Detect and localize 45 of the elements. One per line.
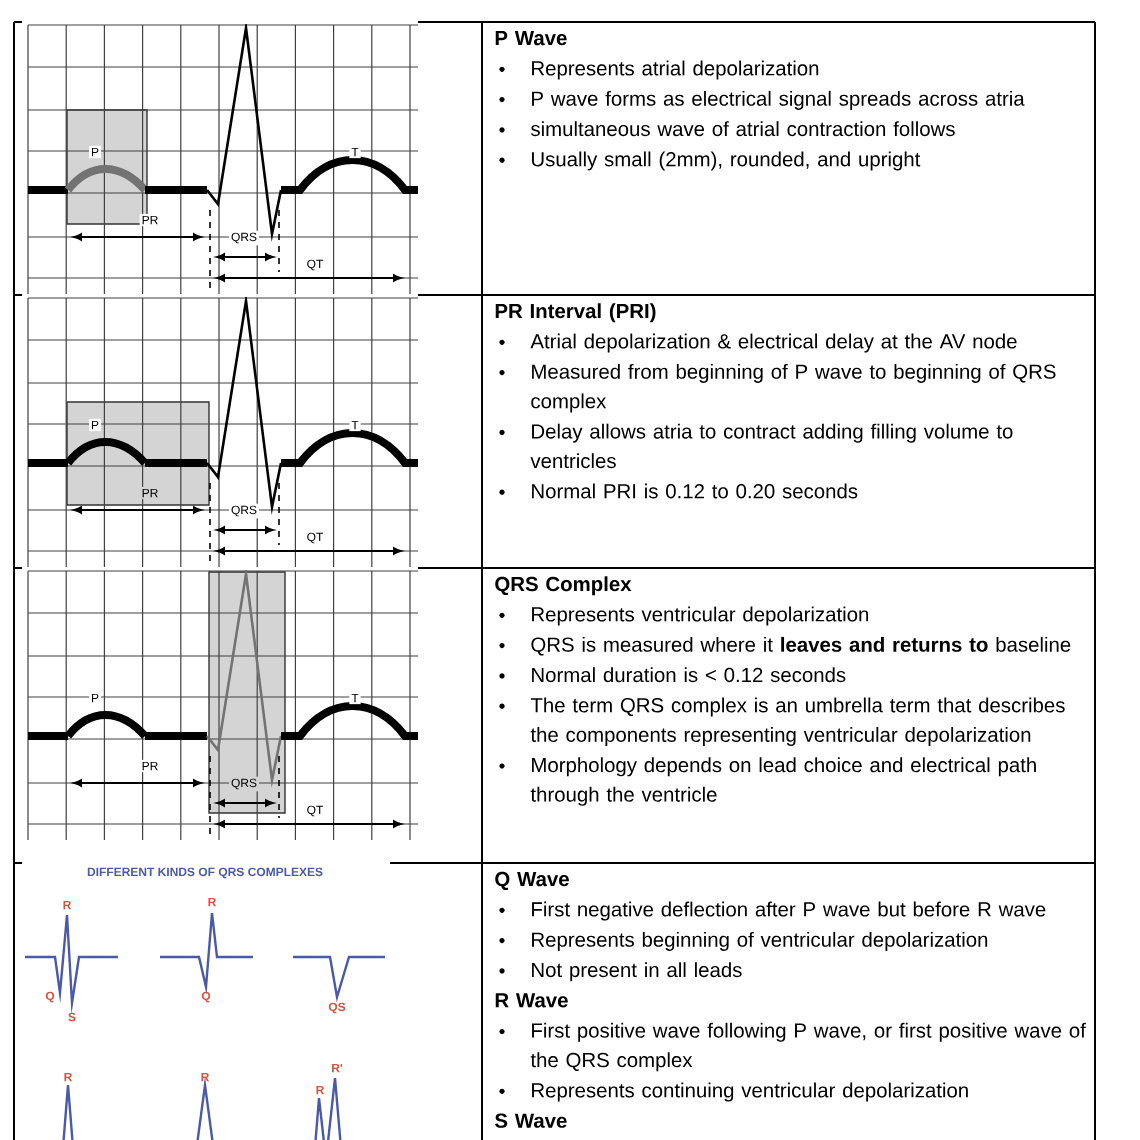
wave-letter: S [68,1012,76,1022]
bullet-item: First negative deflection after P wave but before R wave [499,901,1046,921]
interval-label: QRS [229,503,259,519]
bullet-item: simultaneous wave of atrial contraction follows [499,121,955,137]
bullet-item: Delay allows atria to contract adding filling volume to ventricles [499,423,1013,469]
bullet-item: Atrial depolarization & electrical delay at the AV node [499,333,1017,353]
wave-letter: R' [332,1063,343,1073]
interval-label: QRS [229,230,259,246]
wave-letter: R [63,900,72,910]
wave-label: T [349,145,361,159]
wave-label: T [349,691,361,705]
bullet-item: Usually small (2mm), rounded, and upright [499,151,921,171]
wave-letter: R [201,1072,210,1082]
wave-letter: QS [328,1002,346,1014]
wave-letter: Q [45,991,55,1003]
wave-label: P [89,691,101,705]
wave-letter: R [208,897,217,907]
section-heading: S Wave [495,1113,567,1128]
bullet-item: Represents atrial depolarization [499,60,819,80]
bullet-item: Normal duration is < 0.12 seconds [499,667,846,683]
section-heading: R Wave [495,993,568,1008]
interval-label: QT [304,530,326,546]
section-heading: P Wave [495,31,567,46]
bullet-item: The term QRS complex is an umbrella term that describes the components representing ventricular depolarization [499,697,1065,746]
section-heading: QRS Complex [495,576,632,596]
bullet-item: Represents beginning of ventricular depolarization [499,931,988,951]
interval-label: QT [304,257,326,273]
bullet-item: Represents continuing ventricular depolarization [499,1082,968,1102]
bullet-item: Measured from beginning of P wave to beginning of QRS complex [499,363,1056,413]
wave-letter: R [64,1072,73,1082]
bullet-item: Morphology depends on lead choice and electrical path through the ventricle [499,757,1036,806]
section-heading: PR Interval (PRI) [495,303,656,323]
wave-letter: Q [201,991,211,1003]
bullet-item: First positive wave following P wave, or first positive wave of the QRS complex [499,1022,1086,1072]
bullet-item: Not present in all leads [499,962,742,982]
wave-label: T [349,418,361,432]
bullet-item: QRS is measured where it leaves and returns to baseline [499,636,1071,656]
interval-label: PR [139,759,161,773]
panel-title: DIFFERENT KINDS OF QRS COMPLEXES [87,867,323,879]
interval-label: QT [304,803,326,819]
bullet-item: Normal PRI is 0.12 to 0.20 seconds [499,483,858,499]
bullet-item: Represents ventricular depolarization [499,606,869,626]
wave-letter: R [316,1085,325,1095]
section-heading: Q Wave [495,871,569,891]
bullet-item: P wave forms as electrical signal spreads across atria [499,90,1025,110]
